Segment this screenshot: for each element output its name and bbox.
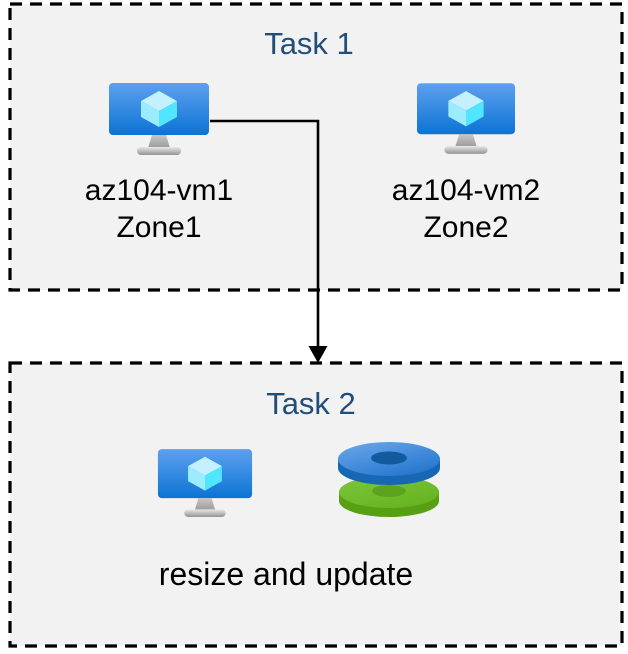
vm2-label: az104-vm2 Zone2 xyxy=(361,172,571,246)
task1-title: Task 1 xyxy=(264,26,354,61)
vm1-name: az104-vm1 xyxy=(84,174,234,207)
task2-box xyxy=(8,361,624,648)
task2-caption: resize and update xyxy=(158,556,414,592)
connector-line xyxy=(210,119,320,347)
managed-disks-icon xyxy=(338,442,440,517)
vm1-label: az104-vm1 Zone1 xyxy=(54,172,264,246)
task2-title: Task 2 xyxy=(266,386,356,421)
connector-arrowhead-icon xyxy=(308,346,328,363)
vm1-zone: Zone1 xyxy=(116,211,202,244)
task1-box xyxy=(8,2,624,292)
vm2-name: az104-vm2 xyxy=(391,174,541,207)
vm2-zone: Zone2 xyxy=(423,211,509,244)
